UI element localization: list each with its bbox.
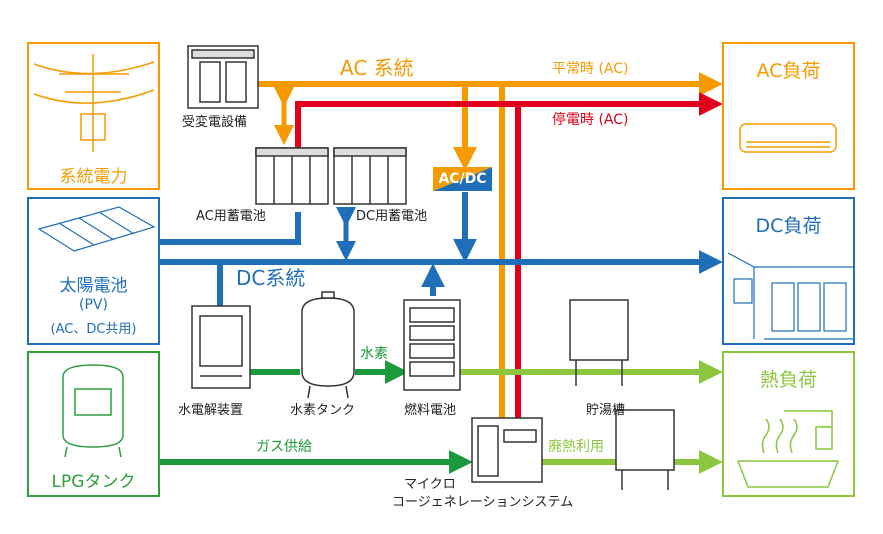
fuel-cell-illustration [403,299,461,391]
grid-power-label: 系統電力 [59,167,128,187]
lpg-box: LPGタンク [27,351,160,497]
electrolyzer-illustration [191,305,251,389]
electrolyzer-label: 水電解装置 [178,403,244,418]
hydrogen-tank-label: 水素タンク [290,403,356,418]
dc-battery-label: DC用蓄電池 [356,209,428,224]
normal-ac-label: 平常時 (AC) [552,61,629,77]
substation-illustration [187,45,259,109]
ac-load-box: AC負荷 [722,42,855,190]
hydrogen-tank-illustration [301,291,355,399]
substation-label: 受変電設備 [182,115,248,130]
dc-system-label: DC系統 [236,266,306,290]
hot-water-tank-illustration [569,299,675,490]
outage-ac-label: 停電時 (AC) [552,112,629,128]
cogeneration-label-line2: コージェネレーションシステム [392,495,574,510]
ac-load-label: AC負荷 [756,60,821,82]
ac-system-line [258,72,723,418]
air-conditioner-icon [739,123,837,153]
lpg-label: LPGタンク [51,472,136,492]
ac-battery-label: AC用蓄電池 [196,209,266,224]
dc-load-box: DC負荷 [722,197,855,345]
cogeneration-label-line1: マイクロ [404,477,456,492]
gas-supply-label: ガス供給 [256,439,312,455]
ac-dc-converter-label: AC/DC [438,171,487,187]
lpg-tank-icon [62,364,124,458]
solar-panel-icon [37,206,156,252]
dc-load-label: DC負荷 [755,215,822,237]
fuel-cell-label: 燃料電池 [404,403,457,418]
pv-label: 太陽電池 [59,276,128,296]
heat-load-box: 熱負荷 [722,351,855,497]
heat-load-label: 熱負荷 [759,369,817,391]
dc-system-line [160,192,723,306]
waste-heat-label: 廃熱利用 [548,439,604,455]
faucet-icon [736,410,840,488]
hot-water-tank-label: 貯湯槽 [586,403,626,418]
office-room-icon [727,252,853,340]
ac-dc-converter: AC/DC [433,167,492,191]
pv-sub-label: (PV) [79,297,108,313]
pv-sub-label-2: (AC、DC共用) [50,322,137,337]
cogeneration-illustration [471,417,543,483]
grid-power-box: 系統電力 [27,42,160,190]
dc-battery-illustration [333,147,407,205]
power-pole-icon [33,54,155,152]
pv-box: 太陽電池 (PV) (AC、DC共用) [27,197,160,345]
hydrogen-label: 水素 [360,346,388,362]
ac-system-label: AC 系統 [340,56,414,80]
ac-battery-illustration [255,147,329,205]
